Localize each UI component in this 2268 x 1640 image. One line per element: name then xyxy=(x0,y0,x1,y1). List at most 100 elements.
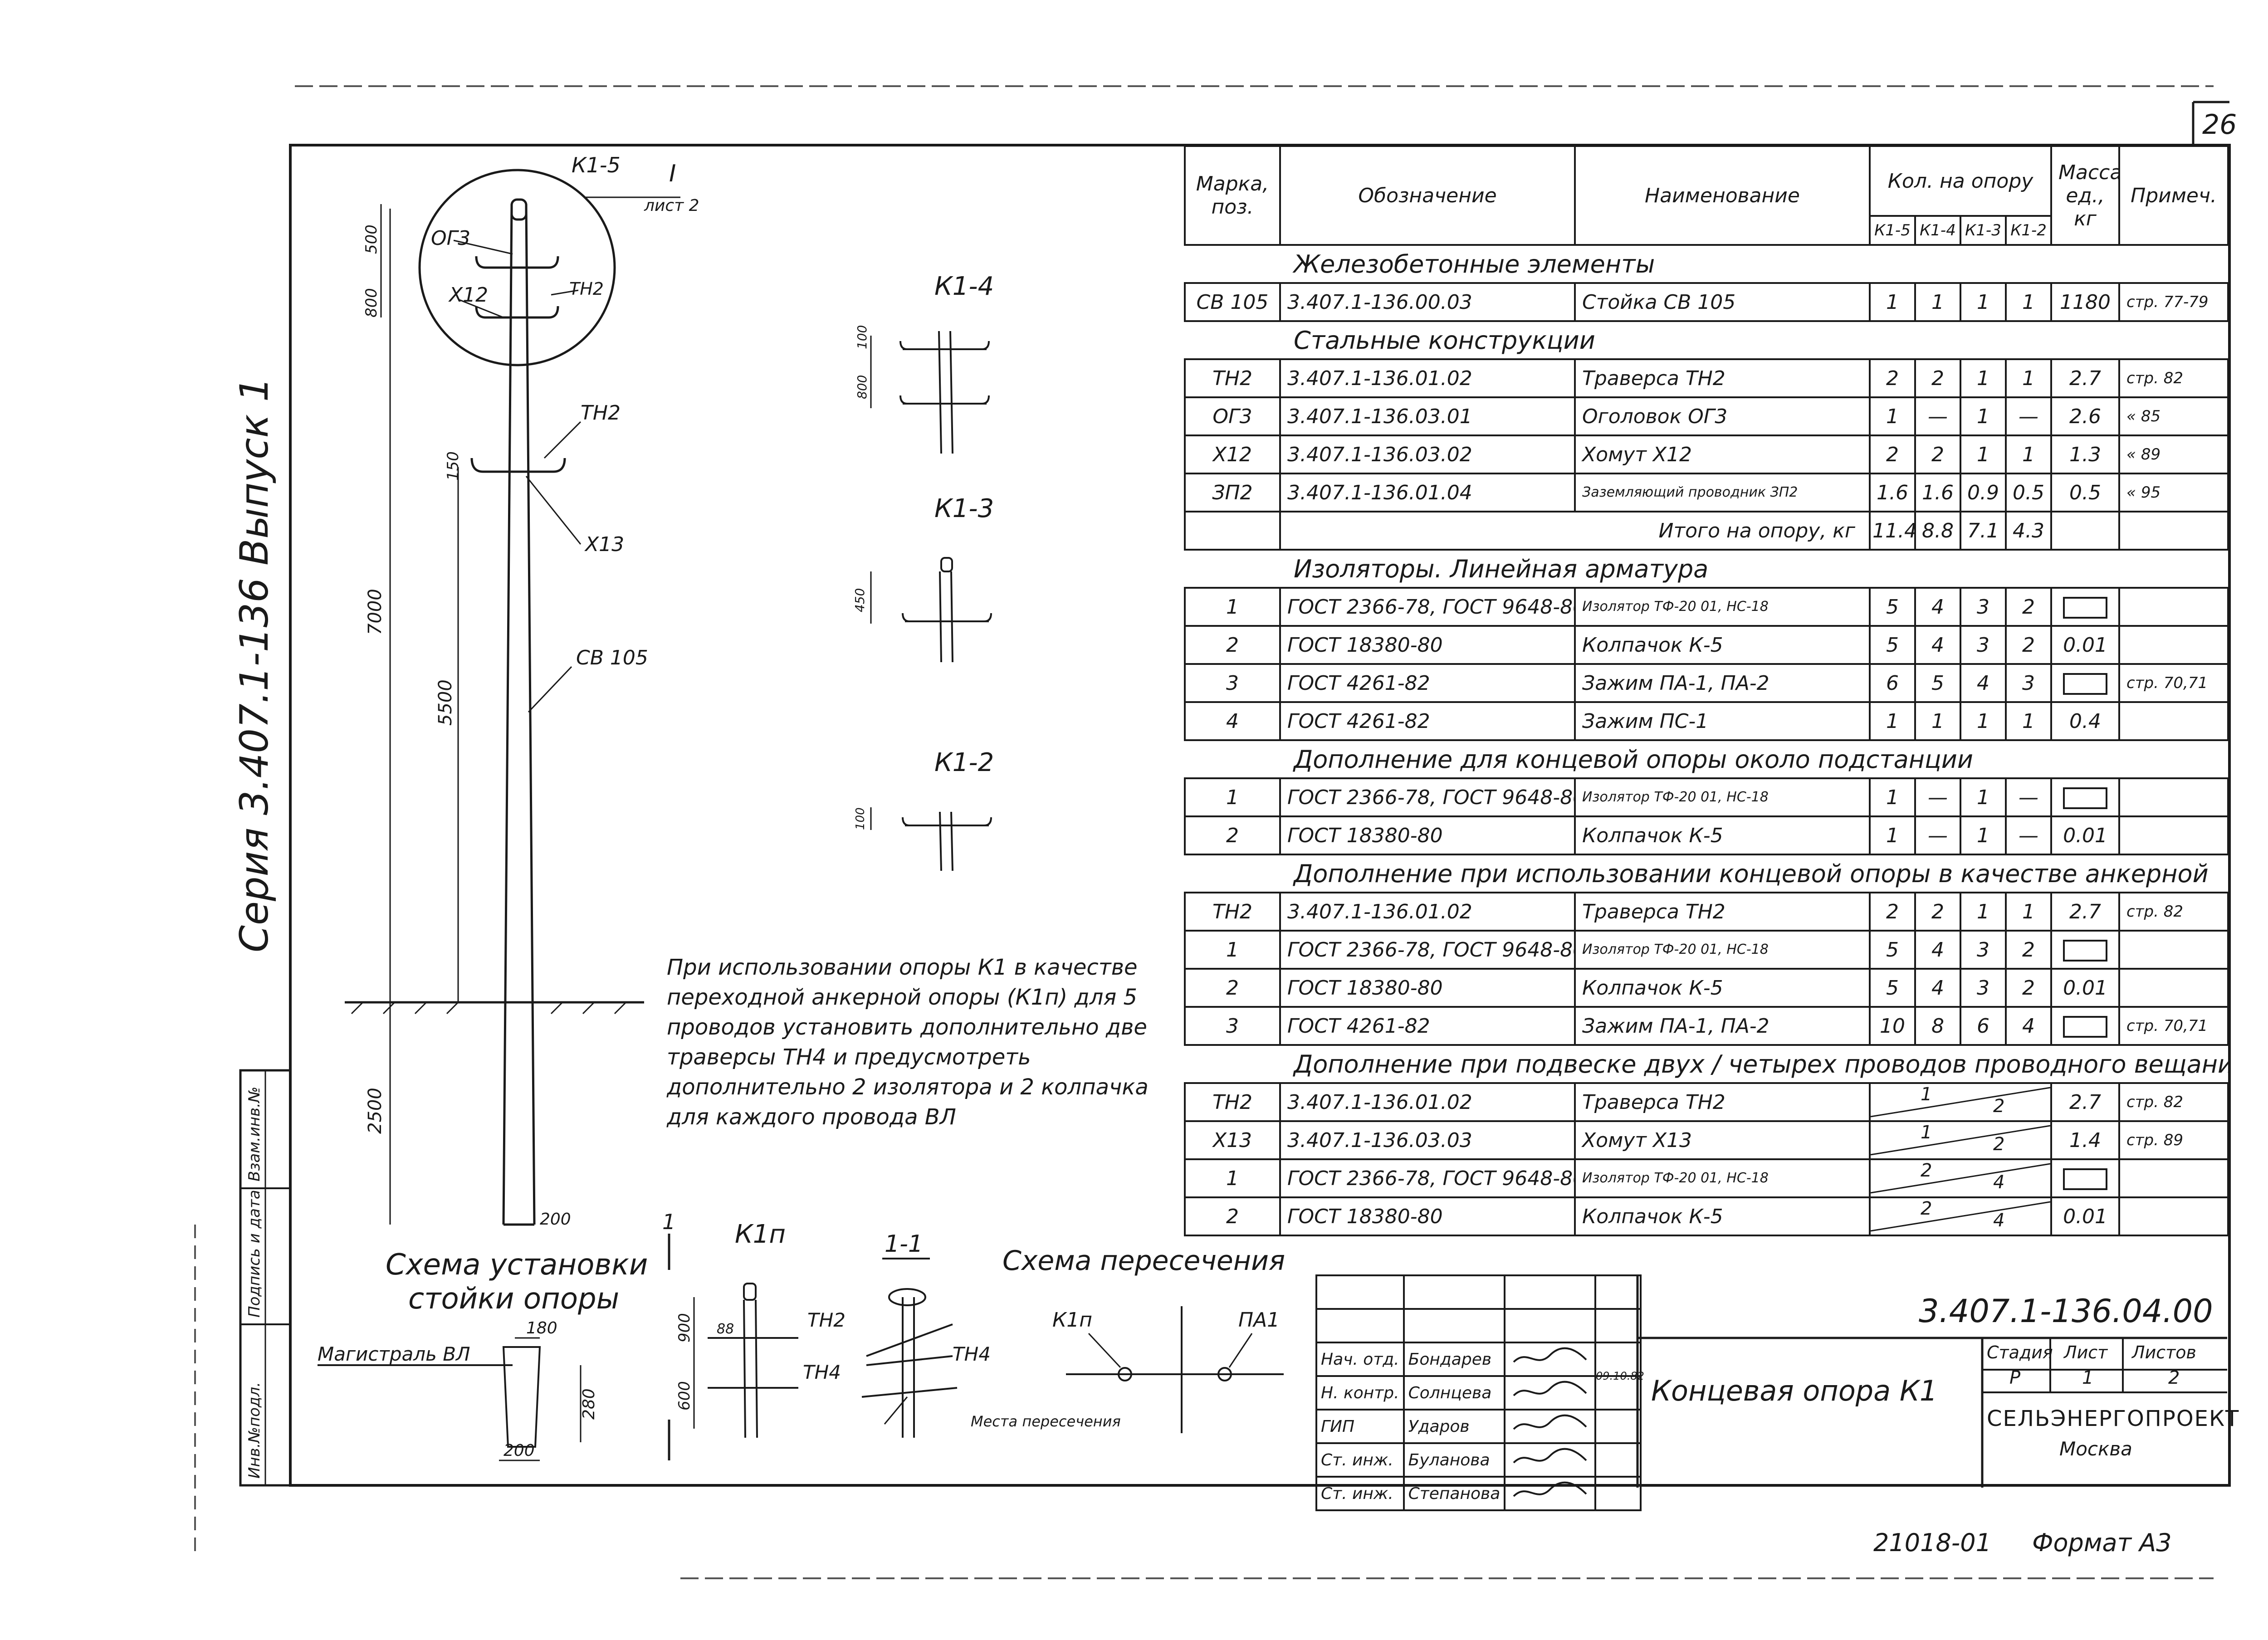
leader-x12 xyxy=(458,298,504,318)
staff-name: Солнцева xyxy=(1403,1375,1506,1411)
cell-qty: 8 xyxy=(1914,1006,1961,1046)
cell-mark: Х12 xyxy=(1184,434,1281,474)
variant-k14-arm-lower xyxy=(899,395,990,405)
cell-mass xyxy=(2050,1006,2121,1046)
cell-qty: 5 xyxy=(1869,968,1916,1008)
footer-format: Формат А3 xyxy=(2032,1528,2172,1557)
title-block-frame xyxy=(1636,1274,2227,1488)
cell-mass xyxy=(2050,777,2121,817)
stage-label: Стадия xyxy=(1987,1342,2053,1362)
cell-note: стр. 77-79 xyxy=(2118,282,2229,322)
cell-qty: 2 xyxy=(1914,434,1961,474)
split-diagonal-line xyxy=(1872,1201,2050,1232)
section-1-1-top-ring xyxy=(888,1288,926,1306)
variant-k13-pole-right xyxy=(950,571,953,663)
staff-role: Нач. отд. xyxy=(1315,1342,1405,1377)
pole-left-edge xyxy=(502,204,513,1225)
cell-qty: 4 xyxy=(1914,930,1961,970)
cell-name: Колпачок К-5 xyxy=(1574,1196,1871,1236)
header-qty: Кол. на опору xyxy=(1868,145,2053,217)
k1n-dim-900: 900 xyxy=(675,1313,694,1342)
split-right: 4 xyxy=(1993,1172,2005,1193)
install-pit-outline xyxy=(502,1346,541,1448)
cell-name: Стойка СВ 105 xyxy=(1574,282,1871,322)
cell-qty: 1 xyxy=(2004,892,2053,932)
cell-name: Колпачок К-5 xyxy=(1574,815,1871,855)
split-diagonal xyxy=(1872,1163,2050,1194)
cell-mark: ЗП2 xyxy=(1184,473,1281,512)
total-qty: 7.1 xyxy=(1960,511,2007,551)
crossing-leader-k1n xyxy=(1088,1332,1121,1368)
series-label: Серия 3.407.1-136 Выпуск 1 xyxy=(232,377,277,952)
cell-note: стр. 70,71 xyxy=(2118,663,2229,703)
variant-k12-mark: К1-2 xyxy=(934,748,994,777)
cell-designation: ГОСТ 2366-78, ГОСТ 9648-80 xyxy=(1279,587,1576,627)
variant-k14-dim-a: 100 xyxy=(855,325,870,349)
cell-note xyxy=(2118,1158,2229,1198)
cell-mark: СВ 105 xyxy=(1184,282,1281,322)
leader-x13 xyxy=(525,476,582,545)
sheet-value: 1 xyxy=(2082,1367,2094,1388)
section-1-1-crossing-leader xyxy=(884,1396,908,1425)
variant-k14-arm-upper xyxy=(899,341,990,350)
section-title-row: Железобетонные элементы xyxy=(1185,244,2229,284)
cell-mark: 1 xyxy=(1184,1158,1281,1198)
crossing-title: Схема пересечения xyxy=(1002,1245,1285,1277)
k1n-tn4: ТН4 xyxy=(803,1361,841,1383)
cell-designation: 3.407.1-136.00.03 xyxy=(1279,282,1576,322)
total-note-empty xyxy=(2118,511,2229,551)
cell-qty: 0.5 xyxy=(2004,473,2053,512)
staff-signature xyxy=(1504,1476,1597,1511)
cell-qty: 6 xyxy=(1869,663,1916,703)
signature-stroke xyxy=(1513,1481,1587,1497)
header-qty-col: К1-2 xyxy=(2004,215,2053,246)
section-title-row: Стальные конструкции xyxy=(1185,320,2229,360)
cell-designation: ГОСТ 18380-80 xyxy=(1279,968,1576,1008)
cell-qty: 5 xyxy=(1869,625,1916,665)
footer-code: 21018-01 xyxy=(1873,1528,1991,1557)
cell-note xyxy=(2118,1196,2229,1236)
cell-name: Траверса ТН2 xyxy=(1574,1082,1871,1122)
header-mass: Масса ед., кг xyxy=(2050,145,2121,246)
page-number: 26 xyxy=(2202,109,2237,141)
variant-k13-arm xyxy=(902,613,992,622)
cell-note xyxy=(2118,777,2229,817)
cell-mass: 1.4 xyxy=(2050,1120,2121,1160)
crossarm-tn2-icon xyxy=(470,458,566,473)
cell-qty: 4 xyxy=(2004,1006,2053,1046)
cell-qty: 1 xyxy=(1914,701,1961,741)
cell-designation: ГОСТ 2366-78, ГОСТ 9648-80 xyxy=(1279,930,1576,970)
cell-qty: 1 xyxy=(2004,282,2053,322)
cell-qty: 1 xyxy=(1869,701,1916,741)
section-1-1-sketch xyxy=(861,1288,958,1438)
cell-qty: 5 xyxy=(1869,587,1916,627)
cell-mass xyxy=(2050,1158,2121,1198)
signature-scribble xyxy=(1513,1381,1587,1396)
variant-k13-mark: К1-3 xyxy=(934,494,994,523)
cell-qty: 1 xyxy=(1960,282,2007,322)
leader-og3 xyxy=(453,239,513,255)
cell-designation: ГОСТ 4261-82 xyxy=(1279,663,1576,703)
cell-qty: 2 xyxy=(2004,930,2053,970)
cell-name: Колпачок К-5 xyxy=(1574,968,1871,1008)
k1n-mark: К1п xyxy=(735,1220,786,1249)
cell-note xyxy=(2118,815,2229,855)
cell-mass: 0.4 xyxy=(2050,701,2121,741)
cell-mass: 2.7 xyxy=(2050,1082,2121,1122)
mass-blank-box xyxy=(2063,787,2108,809)
cell-qty: 2 xyxy=(2004,587,2053,627)
dim-7000: 7000 xyxy=(365,589,386,635)
cell-mass: 1.3 xyxy=(2050,434,2121,474)
cell-mark: ТН2 xyxy=(1184,358,1281,398)
